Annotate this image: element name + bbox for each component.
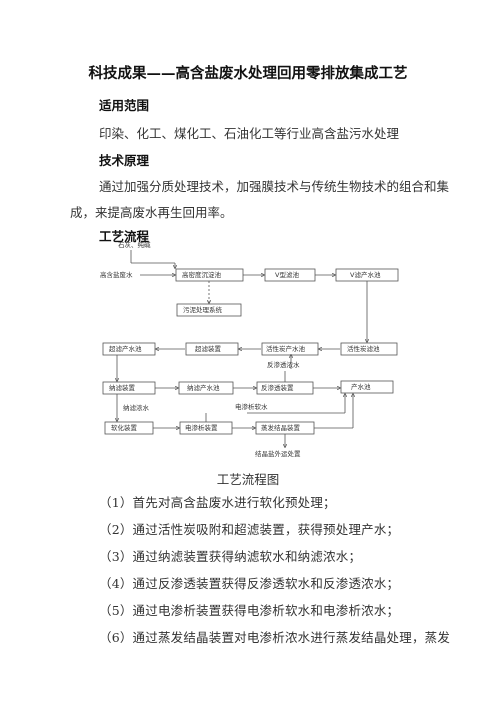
nf-conc-label: 纳滤浓水 bbox=[123, 403, 150, 412]
principle-text-line1: 通过加强分质处理技术，加强膜技术与传统生物技术的组合和集 bbox=[99, 179, 450, 194]
nf-pool-label: 纳滤产水池 bbox=[187, 383, 220, 392]
sludge-box bbox=[176, 303, 242, 317]
step-6: （6）通过蒸发结晶装置对电渗析浓水进行蒸发结晶处理，蒸发 bbox=[99, 630, 451, 645]
nf-label: 纳滤装置 bbox=[109, 383, 136, 392]
carbon-filter-box bbox=[340, 342, 398, 356]
process-flow-diagram: 石灰、纯碱 高含盐废水 高密度沉淀池 V型滤池 V滤产水池 污泥处理系统 超滤产… bbox=[100, 240, 399, 458]
uf-pool-label: 超滤产水池 bbox=[109, 344, 142, 353]
ed-label: 电渗析装置 bbox=[185, 423, 218, 432]
scope-heading: 适用范围 bbox=[99, 98, 150, 113]
input-label: 高含盐废水 bbox=[100, 270, 133, 279]
uf-box bbox=[185, 342, 239, 356]
principle-text-line2: 成，来提高废水再生回用率。 bbox=[70, 205, 233, 220]
uf-label: 超滤装置 bbox=[195, 344, 222, 353]
uf-pool-box bbox=[102, 342, 156, 356]
softening-label: 高密度沉淀池 bbox=[182, 270, 222, 279]
document-title: 科技成果——高含盐废水处理回用零排放集成工艺 bbox=[88, 65, 408, 82]
principle-heading: 技术原理 bbox=[99, 153, 150, 168]
product-box bbox=[340, 380, 394, 394]
ro-label: 反渗透装置 bbox=[261, 383, 294, 392]
scope-text: 印染、化工、煤化工、石油化工等行业高含盐污水处理 bbox=[99, 126, 400, 141]
carbon-pool-label: 活性炭产水池 bbox=[266, 344, 306, 353]
step-5: （5）通过电渗析装置获得电渗析软水和电渗析浓水； bbox=[99, 603, 400, 618]
evap-label: 蒸发结晶装置 bbox=[261, 423, 301, 432]
soft-dev-label: 软化装置 bbox=[111, 423, 138, 432]
process-heading: 工艺流程 bbox=[99, 229, 150, 244]
step-3: （3）通过纳滤装置获得纳滤软水和纳滤浓水； bbox=[99, 549, 362, 564]
step-1: （1）首先对高含盐废水进行软化预处理； bbox=[99, 495, 336, 510]
vpool-label: V滤产水池 bbox=[350, 270, 381, 279]
vfilter-label: V型滤池 bbox=[275, 270, 299, 279]
step-2: （2）通过活性炭吸附和超滤装置，获得预处理产水； bbox=[99, 522, 400, 537]
carbon-filter-label: 活性炭滤池 bbox=[347, 344, 380, 353]
salt-label: 结晶盐外运处置 bbox=[255, 449, 301, 458]
product-label: 产水池 bbox=[351, 382, 371, 391]
figure-caption: 工艺流程图 bbox=[216, 472, 280, 487]
step-4: （4）通过反渗透装置获得反渗透软水和反渗透浓水； bbox=[99, 576, 400, 591]
ed-soft-label: 电渗析软水 bbox=[235, 402, 268, 411]
ro-conc-label: 反渗透浓水 bbox=[267, 360, 300, 369]
sludge-label: 污泥处理系统 bbox=[183, 305, 223, 314]
lime-label: 石灰、纯碱 bbox=[118, 240, 151, 249]
